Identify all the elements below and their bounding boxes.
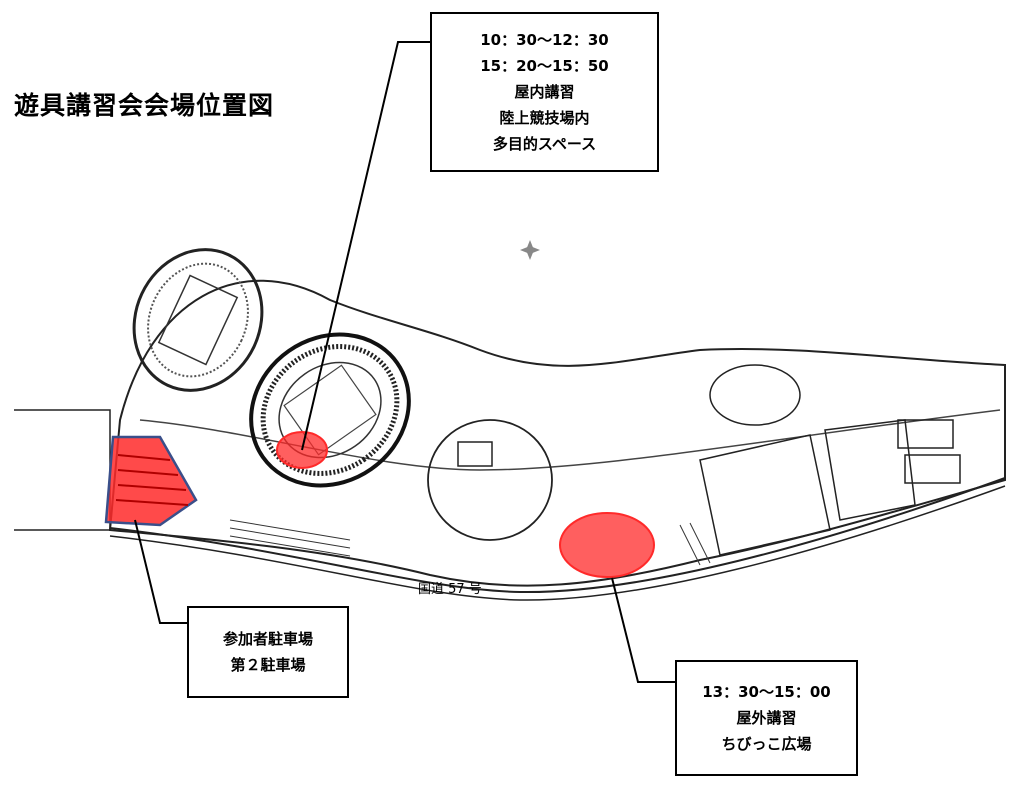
- parking-label-2: 第２駐車場: [230, 656, 306, 674]
- sub-stadium: [132, 248, 264, 392]
- sports-fields: [699, 364, 961, 556]
- park-outline: [14, 279, 1006, 587]
- leader-lines: [134, 41, 676, 683]
- main-stadium: [249, 332, 411, 488]
- map-title: 遊具講習会会場位置図: [14, 91, 275, 120]
- indoor-time-2: 15：20～15：50: [480, 57, 609, 75]
- national-route-57: [109, 477, 1006, 601]
- indoor-place-2: 多目的スペース: [492, 135, 597, 153]
- road-label: 国道 57 号: [418, 582, 482, 597]
- circular-plaza: [427, 419, 553, 541]
- parking-label-1: 参加者駐車場: [222, 630, 313, 648]
- outdoor-place: ちびっこ広場: [721, 735, 812, 753]
- indoor-time-1: 10：30～12：30: [480, 31, 609, 49]
- outdoor-time: 13：30～15：00: [702, 683, 831, 701]
- indoor-place-1: 陸上競技場内: [499, 109, 590, 127]
- outdoor-venue-marker: [559, 512, 655, 578]
- parking-callout: 参加者駐車場 第２駐車場: [187, 606, 349, 698]
- parking-lot-2-marker: [104, 435, 198, 527]
- outdoor-session-callout: 13：30～15：00 屋外講習 ちびっこ広場: [675, 660, 858, 776]
- compass-icon: [520, 240, 540, 260]
- indoor-session-type: 屋内講習: [514, 83, 575, 101]
- outdoor-session-type: 屋外講習: [736, 709, 797, 727]
- parking-area-lines: [229, 519, 711, 566]
- indoor-session-callout: 10：30～12：30 15：20～15：50 屋内講習 陸上競技場内 多目的ス…: [430, 12, 659, 172]
